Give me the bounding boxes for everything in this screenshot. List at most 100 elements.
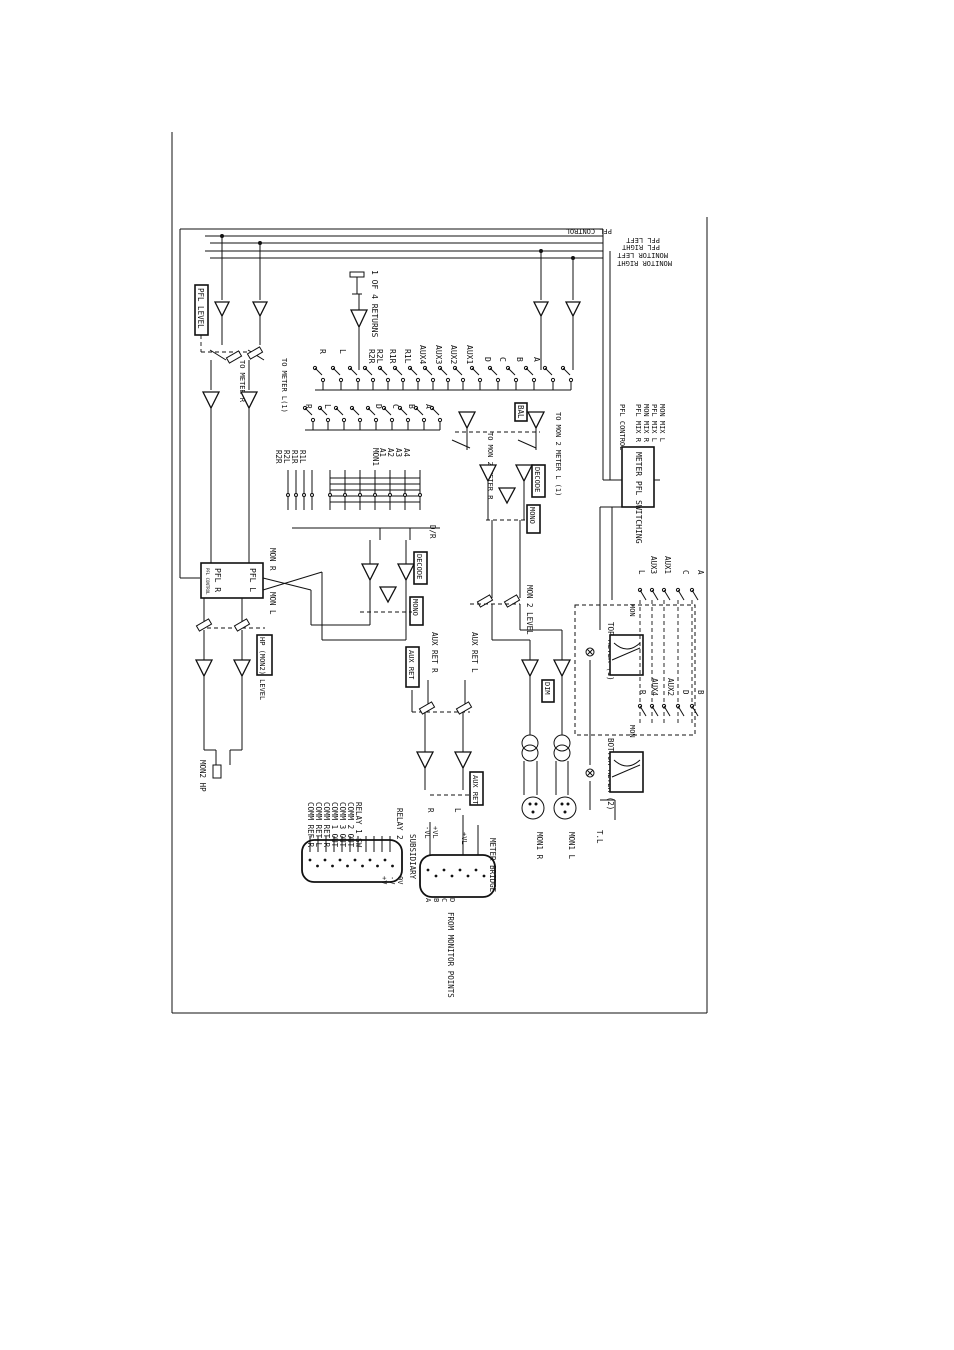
source-selector-row-2: R L D C B A — [304, 404, 440, 431]
switch-arm — [544, 367, 553, 376]
matrix-contact — [328, 493, 332, 497]
switch-contact — [445, 377, 451, 383]
switch-arm — [399, 407, 408, 416]
matrix-wiring — [286, 470, 440, 540]
meter-bridge-pins — [426, 868, 486, 878]
meter2-src: R — [638, 690, 647, 695]
matrix-contact — [373, 493, 377, 497]
switch-contact — [430, 377, 436, 383]
pfl-r-label: PFL R — [213, 568, 222, 592]
mon1-amp-triangle — [552, 659, 572, 678]
matrix-contact — [418, 493, 422, 497]
meter1-src: L — [637, 570, 646, 575]
src2-label: A — [424, 404, 433, 409]
meter-bridge-connector: METER BRIDGE +VL -VL +VL A B C D FROM MO… — [419, 815, 497, 998]
pin-label: +V — [380, 876, 388, 885]
mono-amp-triangle — [497, 487, 517, 505]
from-pin-label: B — [432, 898, 440, 902]
meter-pfl-switching: METER PFL SWITCHING MON MIX L PFL MIX L … — [599, 404, 666, 630]
connector-pin — [450, 874, 454, 878]
meter-switch-arm — [663, 705, 671, 717]
decode-amp-triangle — [478, 464, 498, 483]
pfl-level-control: PFL LEVEL TO METER L(1) TO METER R — [194, 284, 288, 563]
bus-label-pfl-right: PFL RIGHT — [621, 243, 660, 251]
connector-pin — [391, 864, 394, 868]
mon-label-1: MON — [628, 604, 636, 617]
meter-switch-arm — [651, 705, 659, 717]
switch-arm — [335, 407, 344, 416]
pfl-level-label: PFL LEVEL — [196, 288, 205, 329]
meter-source-switches — [637, 587, 699, 725]
relay2-label: RELAY 2 — [395, 808, 404, 840]
src1-label: C — [498, 357, 507, 362]
meter1-src: C — [681, 570, 690, 575]
src1-label: R1R — [388, 349, 397, 364]
src1-label: R1L — [403, 349, 412, 364]
meter-switch-arm — [677, 589, 685, 601]
switch-arm — [454, 367, 463, 376]
dr-amp-triangle — [396, 563, 416, 582]
src2-label: L — [323, 404, 332, 409]
mon-r-label: MON R — [268, 548, 277, 571]
matrix-contact — [388, 493, 392, 497]
mix-label: PFL MIX L — [650, 404, 658, 442]
buffer-triangle — [532, 301, 550, 318]
mon1-label: A4 — [402, 448, 411, 458]
switch-arm — [364, 367, 373, 376]
relay-label: COMM RET L — [314, 802, 323, 848]
switch-arm — [471, 367, 480, 376]
decode-label-1: DECODE — [415, 554, 423, 579]
src3-label: R2R — [274, 450, 283, 464]
mon2-decode-section: DECODE MONO — [478, 464, 546, 598]
mono-label-2: MONO — [528, 507, 536, 524]
connector-pin — [482, 874, 486, 878]
aux-ret-sel-l: L — [453, 808, 462, 813]
switch-contact — [513, 377, 519, 383]
mix-label: MON MIX L — [658, 404, 666, 442]
meter-switch-arm — [639, 705, 647, 717]
mon1-r-label: MON1 R — [535, 832, 544, 860]
switch-arm — [409, 367, 418, 376]
switch-arm — [379, 367, 388, 376]
aux-ret-section: AUX RET R AUX RET L AUX RET AUX RET R L — [405, 632, 484, 813]
switch-contact — [460, 377, 466, 383]
src3-label: R1R — [290, 450, 299, 464]
switch-arm — [304, 407, 313, 416]
dr-amp-triangle — [360, 563, 380, 582]
switch-contact — [477, 377, 483, 383]
switch-contact — [495, 377, 501, 383]
connector-pin — [474, 868, 478, 872]
meter1-src: A — [696, 570, 705, 575]
switch-contact — [385, 377, 391, 383]
bottom-meter-section: R AUX4 AUX2 D B BOTTOM METER (2) MON T.L — [585, 660, 705, 844]
src1-label: L — [338, 349, 347, 354]
hp-level: HP (MON2) LEVEL MON2 HP — [194, 618, 273, 792]
switch-contact — [421, 417, 427, 423]
switch-contact — [355, 377, 361, 383]
meter2-src: AUX2 — [666, 678, 675, 696]
from-pin-label: C — [440, 898, 448, 902]
tl-label: T.L — [595, 830, 604, 844]
source-switches-row-1 — [312, 365, 574, 390]
decode-amp-triangle — [514, 464, 534, 483]
meter-switch-arm — [639, 589, 647, 601]
connector-pin — [353, 858, 357, 862]
aux-ret-amp-triangle — [415, 751, 435, 770]
connector-pin — [361, 864, 364, 868]
src2-label: B — [407, 404, 416, 409]
switch-arm — [332, 367, 341, 376]
pin-label: 0V — [396, 876, 404, 885]
meter1-src: AUX3 — [649, 556, 658, 574]
switch-contact — [373, 417, 379, 423]
buffer-triangle — [251, 301, 269, 318]
relay-label: COMM RET R — [322, 802, 331, 848]
matrix-contact — [358, 493, 362, 497]
connector-pin — [338, 858, 342, 862]
relay-label: COMM 2 OUT — [346, 802, 355, 848]
src1-label: AUX3 — [434, 345, 443, 364]
src1-label: A — [532, 357, 541, 362]
meter-switch-arm — [663, 589, 671, 601]
dr-decode-section: D/R DECODE MONO — [310, 525, 437, 641]
meter2-src: B — [696, 690, 705, 695]
switch-arm — [383, 407, 392, 416]
